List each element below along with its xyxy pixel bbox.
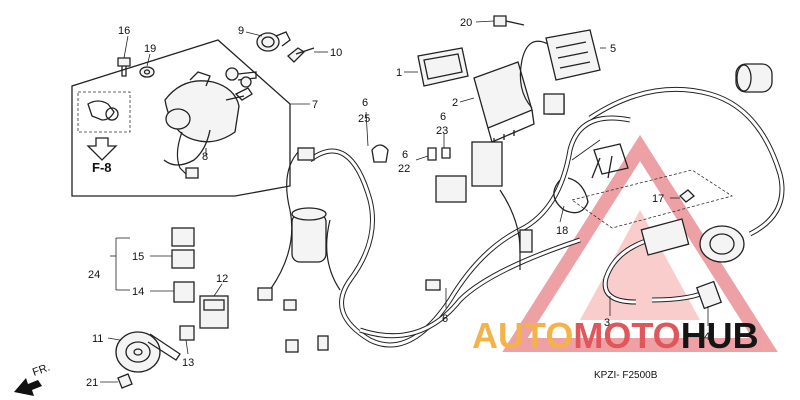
callout-1: 1 [396, 67, 402, 79]
key-parts [225, 67, 257, 101]
watermark-logo: AUTOMOTOHUB [472, 315, 759, 356]
callout-2: 2 [452, 97, 458, 109]
watermark-part1: AUTO [472, 315, 573, 356]
callout-16: 16 [118, 25, 130, 37]
relay-15 [171, 227, 195, 269]
leader-lines [100, 20, 709, 383]
watermark-part2: MOTO [573, 315, 680, 356]
relay-12 [199, 295, 229, 329]
bolt-21 [117, 373, 133, 389]
wire-harness-6 [257, 87, 785, 353]
callout-4: 4 [704, 331, 710, 343]
callout-6-c: 6 [402, 149, 408, 161]
relay-14 [173, 281, 195, 303]
cover-box-1 [417, 47, 469, 87]
callout-7: 7 [312, 99, 318, 111]
cap-nut-9 [256, 31, 291, 52]
reference-label: F-8 [92, 160, 112, 175]
bolt-20 [493, 15, 525, 27]
callout-17: 17 [652, 193, 664, 205]
callout-20: 20 [460, 17, 472, 29]
callout-25: 25 [358, 113, 370, 125]
callout-5: 5 [610, 43, 616, 55]
callout-14: 14 [132, 286, 144, 298]
plug-cap-4 [651, 280, 723, 310]
callout-6-b: 6 [440, 111, 446, 123]
horn-11 [115, 331, 181, 373]
callout-12: 12 [216, 273, 228, 285]
callout-19: 19 [144, 43, 156, 55]
callout-24: 24 [88, 269, 100, 281]
unit-2 [473, 61, 535, 144]
callout-8: 8 [202, 151, 208, 163]
special-screw-10 [287, 47, 315, 63]
diagram-code: KPZI- F2500B [594, 370, 658, 381]
front-label: FR. [31, 361, 52, 378]
washer-19 [139, 66, 155, 78]
bolt-17 [679, 189, 695, 203]
callout-21: 21 [86, 377, 98, 389]
callout-23: 23 [436, 125, 448, 137]
callout-9: 9 [238, 25, 244, 37]
horn-relay-top-right [571, 63, 773, 229]
callout-6-d: 6 [442, 313, 448, 325]
callout-10: 10 [330, 47, 342, 59]
callout-3: 3 [604, 317, 610, 329]
callout-15: 15 [132, 251, 144, 263]
front-direction-indicator: FR. [14, 361, 52, 396]
callout-22: 22 [398, 163, 410, 175]
callout-18: 18 [556, 225, 568, 237]
group-bracket-24 [110, 237, 130, 291]
watermark-part3: HUB [681, 315, 759, 356]
callout-6-a: 6 [362, 97, 368, 109]
ignition-switch-group [71, 39, 291, 197]
callout-labels: 1 2 3 4 5 6 6 6 6 7 8 9 10 11 12 13 14 1… [86, 17, 710, 389]
clamp-18 [553, 177, 589, 214]
callout-13: 13 [182, 357, 194, 369]
callout-11: 11 [92, 333, 103, 345]
bolt-16 [117, 57, 131, 77]
ignition-coil-3 [602, 218, 745, 305]
svg-text:AUTOMOTOHUB: AUTOMOTOHUB [472, 315, 759, 356]
clip-13 [179, 325, 195, 341]
